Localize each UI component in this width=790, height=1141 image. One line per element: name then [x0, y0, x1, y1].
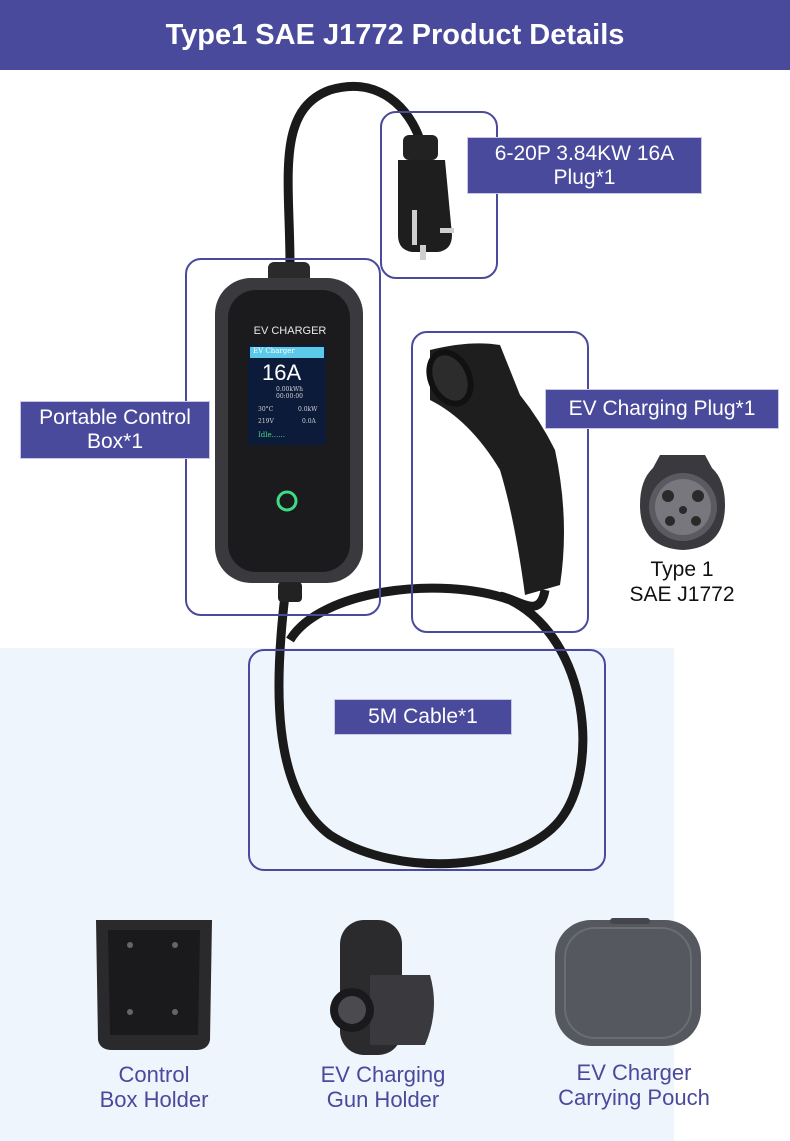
type1-caption: Type 1 SAE J1772 [629, 558, 735, 606]
upper-cable [283, 81, 425, 270]
screen-current: 16A [262, 360, 302, 385]
wall-plug [398, 135, 454, 260]
screen-time: 00:00:00 [276, 393, 303, 400]
control-box-holder-image [96, 920, 212, 1050]
screen-energy: 0.00kWh [276, 386, 304, 393]
type1-connector-icon [640, 455, 725, 550]
plug-label: 6-20P 3.84KW 16A Plug*1 [467, 137, 702, 194]
ev-gun [426, 343, 564, 595]
cable-loop [274, 583, 588, 869]
control-box-label: Portable Control Box*1 [20, 401, 210, 459]
control-box-device [215, 262, 363, 602]
ev-plug-label: EV Charging Plug*1 [545, 389, 779, 429]
plug-outline [380, 111, 498, 279]
control-box-brand: EV CHARGER [253, 325, 327, 337]
screen-amps: 0.0A [302, 418, 316, 425]
accessory-caption-pouch: EV Charger Carrying Pouch [558, 1060, 710, 1110]
page-title: Type1 SAE J1772 Product Details [0, 0, 790, 70]
status-ring-icon [276, 490, 298, 512]
screen-title: EV Charger [253, 347, 295, 355]
screen-status: Idle...... [258, 431, 285, 439]
carrying-pouch-image [555, 918, 701, 1046]
screen-voltage: 219V [258, 418, 274, 425]
cable-outline [248, 649, 606, 871]
cable-to-plug [498, 588, 550, 611]
screen-temp: 30°C [258, 406, 274, 413]
cable-label: 5M Cable*1 [334, 699, 512, 735]
gun-holder-image [330, 920, 434, 1055]
control-box-outline [185, 258, 381, 616]
accessory-caption-box-holder: Control Box Holder [99, 1062, 209, 1112]
ev-plug-outline [411, 331, 589, 633]
accessory-caption-gun-holder: EV Charging Gun Holder [320, 1062, 446, 1112]
screen-power: 0.0kW [298, 406, 318, 413]
